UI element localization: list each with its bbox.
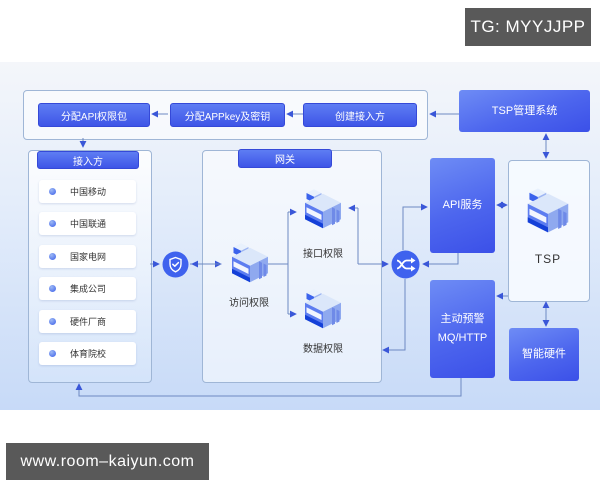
assign-api-package-step: 分配API权限包: [38, 103, 150, 127]
tsp-management-label: TSP管理系统: [491, 104, 558, 117]
tsp-management-box: TSP管理系统: [459, 90, 590, 132]
list-item-label: 体育院校: [70, 349, 107, 359]
gateway-header: 网关: [238, 149, 332, 168]
create-access-party-label: 创建接入方: [335, 111, 385, 123]
list-item-hardware-vendor: 硬件厂商: [39, 310, 136, 333]
create-access-party-step: 创建接入方: [303, 103, 417, 127]
active-alert-line2: MQ/HTTP: [437, 332, 488, 344]
bullet-dot-icon: [49, 253, 56, 260]
active-alert-box: 主动预警 MQ/HTTP: [430, 280, 495, 378]
watermark-telegram-badge: TG: MYYJJPP: [465, 8, 591, 46]
list-item-sports-college: 体育院校: [39, 342, 136, 365]
list-item-label: 硬件厂商: [70, 317, 107, 327]
watermark-url-text: www.room–kaiyun.com: [20, 452, 195, 470]
assign-api-package-label: 分配API权限包: [60, 111, 128, 123]
api-service-label: API服务: [442, 199, 483, 212]
bullet-dot-icon: [49, 318, 56, 325]
shuffle-icon: [391, 250, 420, 279]
list-item-label: 国家电网: [70, 252, 107, 262]
active-alert-line1: 主动预警: [440, 313, 485, 326]
list-item-china-mobile: 中国移动: [39, 180, 136, 203]
smart-hardware-box: 智能硬件: [509, 328, 579, 381]
watermark-url-badge: www.room–kaiyun.com: [6, 443, 209, 480]
access-permission-label: 访问权限: [229, 298, 269, 309]
interface-permission-label: 接口权限: [303, 249, 343, 260]
isometric-server-icon: [305, 189, 341, 229]
api-service-box: API服务: [430, 158, 495, 253]
list-item-state-grid: 国家电网: [39, 245, 136, 268]
watermark-telegram-text: TG: MYYJJPP: [470, 17, 586, 36]
shield-check-icon: [162, 251, 189, 278]
access-party-title: 接入方: [73, 156, 103, 168]
list-item-china-unicom: 中国联通: [39, 212, 136, 235]
list-item-integrator: 集成公司: [39, 277, 136, 300]
assign-appkey-label: 分配APPkey及密钥: [184, 111, 271, 123]
gateway-title: 网关: [275, 155, 295, 166]
isometric-server-icon: [305, 289, 341, 329]
smart-hardware-label: 智能硬件: [522, 348, 566, 361]
list-item-label: 中国移动: [70, 187, 107, 197]
data-permission-label: 数据权限: [303, 344, 343, 355]
tsp-label: TSP: [534, 252, 562, 266]
list-item-label: 中国联通: [70, 219, 107, 229]
bullet-dot-icon: [49, 220, 56, 227]
isometric-server-icon: [232, 243, 268, 283]
bullet-dot-icon: [49, 188, 56, 195]
assign-appkey-step: 分配APPkey及密钥: [170, 103, 285, 127]
list-item-label: 集成公司: [70, 284, 107, 294]
bullet-dot-icon: [49, 350, 56, 357]
access-party-header: 接入方: [37, 151, 139, 169]
isometric-server-icon: [527, 188, 569, 233]
bullet-dot-icon: [49, 285, 56, 292]
